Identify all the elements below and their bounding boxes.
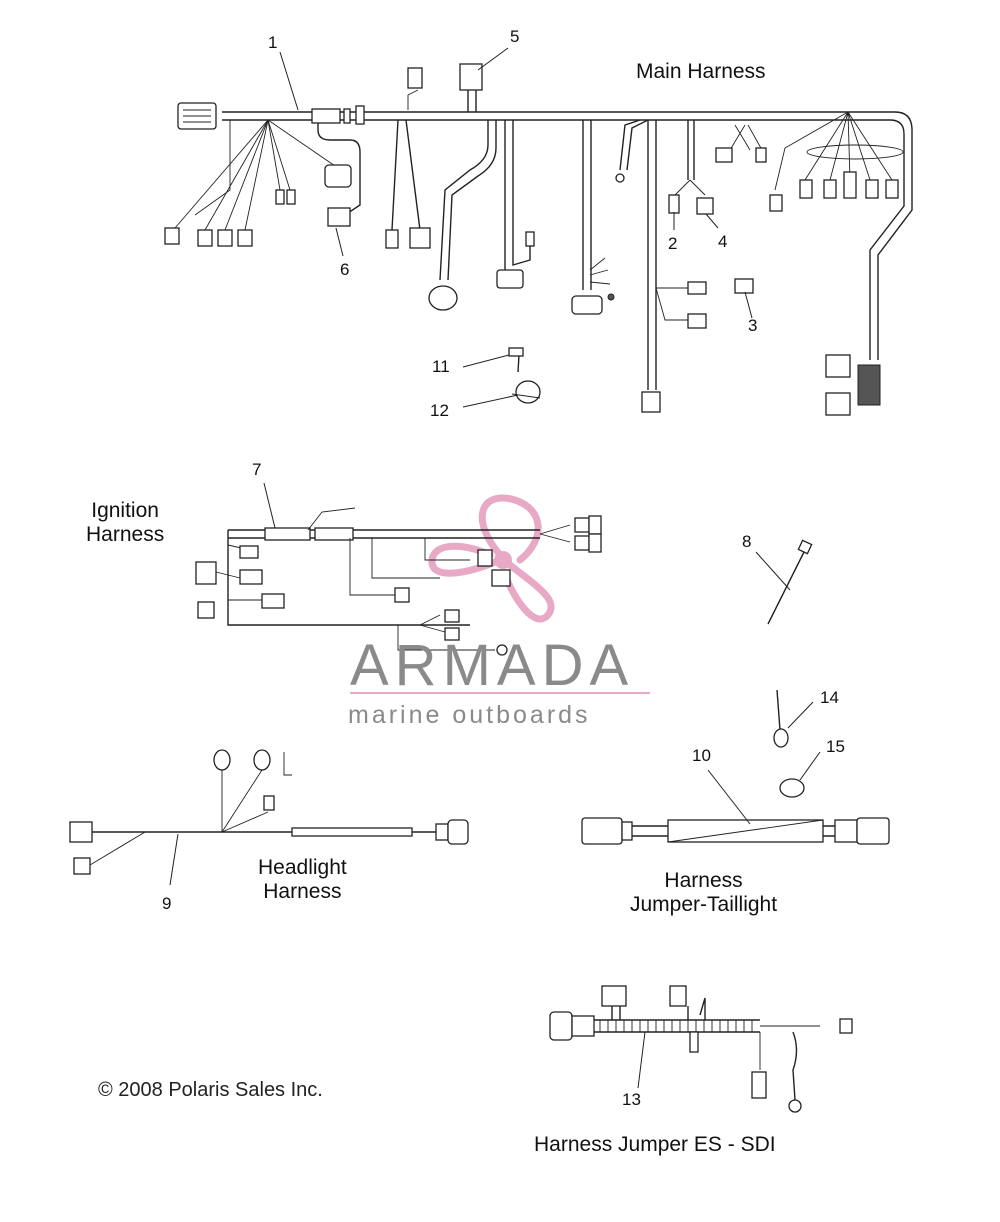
connector-icon	[668, 194, 680, 214]
connector-icon	[195, 561, 217, 585]
connector-icon	[669, 985, 687, 1007]
connector-icon	[324, 164, 352, 188]
connector-icon	[856, 817, 890, 845]
connector-icon	[237, 229, 253, 247]
connector-icon	[885, 179, 899, 199]
connector-icon	[385, 229, 399, 249]
cable-tie-drawing	[767, 539, 813, 625]
clamp-icon	[779, 778, 805, 798]
headlight-harness-drawing	[69, 749, 469, 875]
connector-icon	[574, 535, 590, 551]
connector-icon	[261, 593, 285, 609]
armada-propeller-logo	[428, 494, 555, 623]
connector-icon	[444, 627, 460, 641]
connector-icon	[571, 295, 603, 315]
callout-2: 2	[668, 234, 678, 253]
connector-icon	[239, 569, 263, 585]
fuse-icon	[286, 189, 296, 205]
callout-6: 6	[340, 260, 350, 279]
callout-7: 7	[252, 460, 262, 479]
rivet-icon	[773, 728, 789, 748]
callout-5: 5	[510, 27, 520, 46]
connector-icon	[197, 601, 215, 619]
headlight-harness-title: Headlight Harness	[258, 856, 347, 904]
ignition-harness-drawing	[195, 507, 602, 656]
es-sdi-harness-title: Harness Jumper ES - SDI	[534, 1133, 776, 1156]
connector-icon	[394, 587, 410, 603]
callout-9: 9	[162, 894, 172, 913]
connector-icon	[477, 549, 493, 567]
main-relay-icon	[825, 392, 851, 416]
fuse-icon	[275, 189, 285, 205]
connector-icon	[755, 147, 767, 163]
connector-icon	[687, 313, 707, 329]
main-harness-drawing	[164, 63, 913, 416]
round-connector-icon	[428, 285, 458, 311]
main-harness-title: Main Harness	[636, 60, 766, 83]
connector-icon	[164, 227, 180, 245]
connector-icon	[491, 569, 511, 587]
callout-10: 10	[692, 746, 711, 765]
main-relay-icon	[825, 354, 851, 378]
callout-13: 13	[622, 1090, 641, 1109]
connector-icon	[69, 821, 93, 843]
relay-icon	[601, 985, 627, 1007]
connector-icon	[407, 67, 423, 89]
connector-icon	[588, 533, 602, 553]
callout-15: 15	[826, 737, 845, 756]
callout-8: 8	[742, 532, 752, 551]
connector-icon	[865, 179, 879, 199]
ignition-harness-title: Ignition Harness	[86, 499, 165, 547]
watermark-tagline: marine outboards	[348, 701, 591, 729]
screw-icon	[508, 347, 524, 357]
ring-terminal-icon	[788, 1099, 802, 1113]
switch-icon	[327, 207, 351, 227]
copyright-notice: © 2008 Polaris Sales Inc.	[98, 1079, 323, 1101]
connector-icon	[409, 227, 431, 249]
callout-14: 14	[820, 688, 839, 707]
connector-icon	[588, 515, 602, 535]
callout-11: 11	[432, 357, 450, 376]
connector-icon	[73, 857, 91, 875]
taillight-harness-title: Harness Jumper-Taillight	[630, 869, 778, 917]
connector-icon	[696, 197, 714, 215]
es-sdi-jumper-drawing	[549, 985, 853, 1113]
callout-12: 12	[430, 401, 449, 420]
bulb-socket-icon	[253, 749, 271, 771]
connector-icon	[444, 609, 460, 623]
connector-icon	[239, 545, 259, 559]
connector-icon	[823, 179, 837, 199]
headlight-connector-icon	[447, 819, 469, 845]
connector-icon	[715, 147, 733, 163]
connector-icon	[217, 229, 233, 247]
callout-3: 3	[748, 316, 758, 335]
callout-4: 4	[718, 232, 728, 251]
connector-icon	[197, 229, 213, 247]
connector-icon	[751, 1071, 767, 1099]
leader-lines	[169, 47, 821, 1089]
bulb-socket-icon	[213, 749, 231, 771]
connector-icon	[799, 179, 813, 199]
connector-icon	[574, 517, 590, 533]
watermark-brand: ARMADA	[350, 633, 635, 698]
connector-icon	[581, 817, 623, 845]
connector-icon	[687, 281, 707, 295]
connector-icon	[769, 194, 783, 212]
taillight-jumper-drawing	[581, 689, 890, 845]
connector-icon	[641, 391, 661, 413]
connector-icon	[843, 171, 857, 199]
clip-icon	[515, 380, 541, 404]
connector-icon	[734, 278, 754, 294]
plug-icon	[459, 63, 483, 91]
connector-icon	[496, 269, 524, 289]
callout-1: 1	[268, 33, 278, 52]
connector-icon	[549, 1011, 573, 1041]
